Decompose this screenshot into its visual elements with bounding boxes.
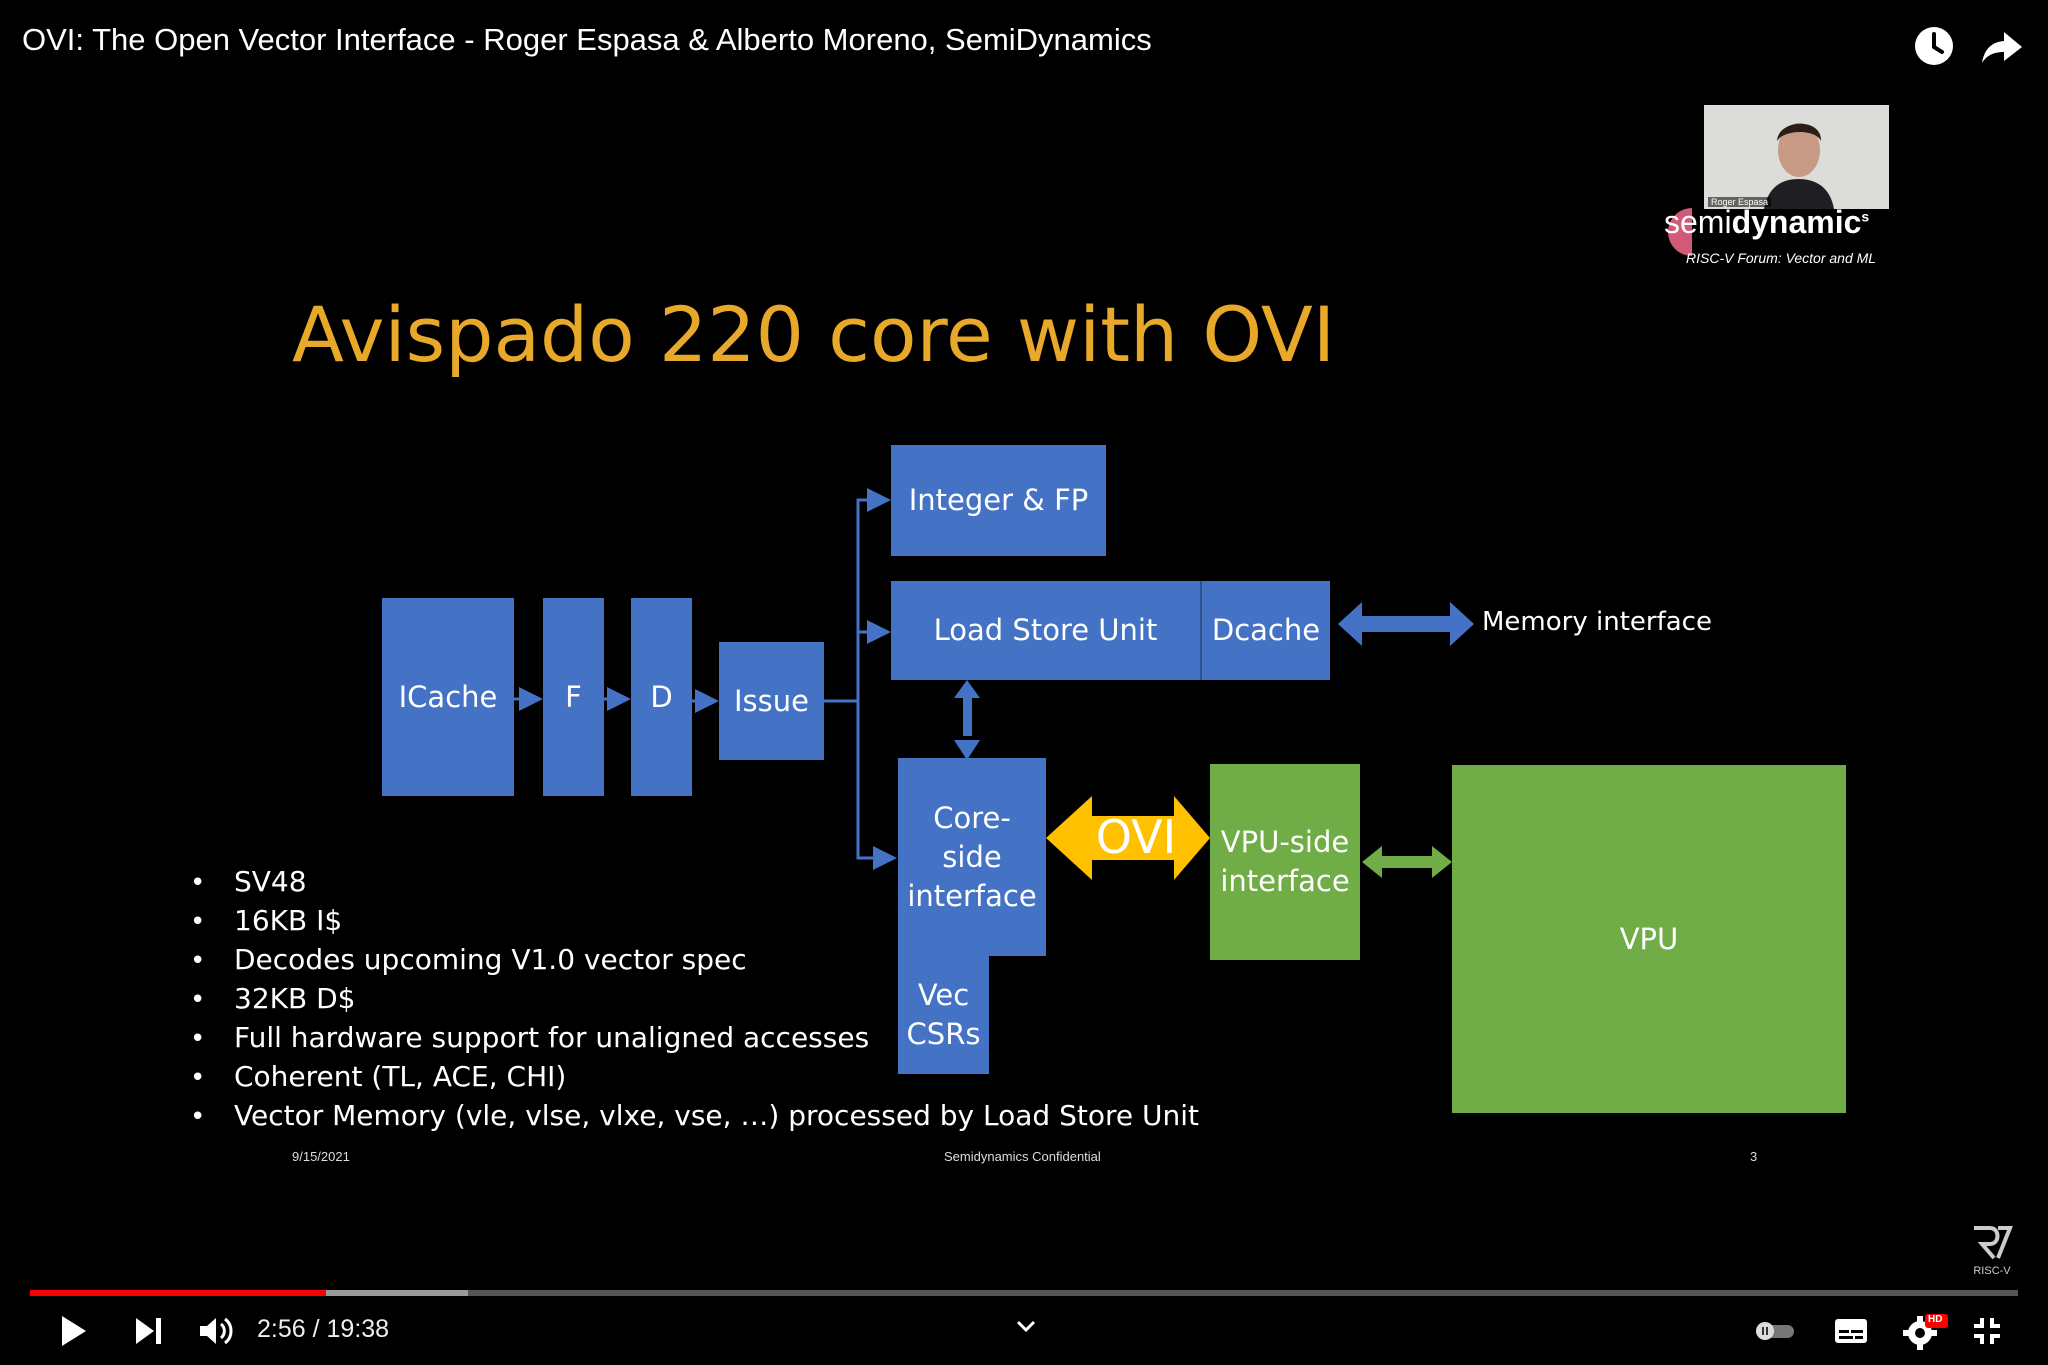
slide-confidential: Semidynamics Confidential — [944, 1149, 1101, 1164]
vpu-label: VPU — [1619, 921, 1679, 956]
chevron-down-icon[interactable] — [1012, 1314, 1040, 1338]
issue-block: Issue — [719, 642, 824, 760]
duration: 19:38 — [326, 1315, 390, 1343]
lsu-coreside-arrow — [954, 680, 980, 760]
fetch-block: F — [543, 598, 604, 796]
vpu-double-arrow — [1362, 846, 1452, 878]
progress-buffered — [326, 1290, 469, 1296]
slide-date: 9/15/2021 — [292, 1149, 350, 1164]
fetch-label: F — [565, 679, 582, 714]
speaker-video: Roger Espasa — [1704, 105, 1889, 209]
settings-icon[interactable]: HD — [1900, 1310, 1950, 1352]
riscv-logo-icon — [1974, 1226, 2013, 1260]
riscv-watermark-text: RISC-V — [1973, 1265, 2011, 1277]
dcache-label: Dcache — [1211, 613, 1321, 647]
subtitles-icon[interactable] — [1830, 1310, 1872, 1352]
dcache-block: Dcache — [1200, 581, 1330, 680]
volume-icon[interactable] — [194, 1310, 236, 1352]
speaker-name: Roger Espasa — [1708, 197, 1772, 207]
watch-later-icon[interactable] — [1908, 20, 1960, 72]
speaker-avatar — [1704, 105, 1889, 209]
progress-bar[interactable] — [30, 1290, 2018, 1296]
brand-logo-sup: s — [1861, 208, 1870, 225]
time-display: 2:56 / 19:38 — [257, 1315, 389, 1344]
vpu-side-label-2: interface — [1220, 864, 1350, 898]
vpu-side-interface-block: VPU-side interface — [1210, 764, 1360, 960]
brand-logo-bold: dynamic — [1731, 204, 1862, 240]
ovi-label: OVI — [1095, 810, 1177, 864]
riscv-watermark: RISC-V — [1970, 1226, 2014, 1277]
bullet-item: SV48 — [190, 862, 1199, 901]
load-store-unit-block: Load Store Unit — [891, 581, 1200, 680]
hd-badge: HD — [1928, 1314, 1943, 1325]
brand-subtitle: RISC-V Forum: Vector and ML — [1686, 250, 1877, 266]
memory-double-arrow — [1338, 602, 1474, 646]
slide-page-number: 3 — [1750, 1149, 1758, 1164]
integer-fp-label: Integer & FP — [908, 483, 1089, 517]
bullet-item: Decodes upcoming V1.0 vector spec — [190, 940, 1199, 979]
ovi-arrow-shape — [1046, 796, 1210, 880]
bullet-item: 16KB I$ — [190, 901, 1199, 940]
share-icon[interactable] — [1976, 20, 2028, 72]
bullet-item: Vector Memory (vle, vlse, vlxe, vse, …) … — [190, 1096, 1199, 1135]
brand-logo-mark — [1668, 208, 1692, 256]
time-separator: / — [305, 1315, 327, 1343]
feature-bullets: SV48 16KB I$ Decodes upcoming V1.0 vecto… — [190, 862, 1199, 1135]
load-store-unit-label: Load Store Unit — [933, 613, 1158, 647]
integer-fp-block: Integer & FP — [891, 445, 1106, 556]
decode-label: D — [650, 679, 673, 714]
play-icon[interactable] — [52, 1310, 94, 1352]
exit-fullscreen-icon[interactable] — [1966, 1310, 2008, 1352]
issue-label: Issue — [734, 683, 809, 718]
progress-played — [30, 1290, 327, 1296]
issue-coreside-arrow — [856, 701, 897, 870]
vpu-block: VPU — [1452, 765, 1846, 1113]
bullet-item: Coherent (TL, ACE, CHI) — [190, 1057, 1199, 1096]
brand-logo: semidynamics — [1664, 204, 1869, 241]
bullet-item: 32KB D$ — [190, 979, 1199, 1018]
video-title[interactable]: OVI: The Open Vector Interface - Roger E… — [22, 22, 1152, 57]
current-time: 2:56 — [257, 1315, 306, 1343]
vpu-side-label-1: VPU-side — [1220, 825, 1350, 859]
next-icon[interactable] — [128, 1310, 170, 1352]
bullet-item: Full hardware support for unaligned acce… — [190, 1018, 1199, 1057]
icache-label: ICache — [398, 679, 498, 714]
icache-block: ICache — [382, 598, 514, 796]
issue-intfp-arrow — [856, 488, 891, 701]
memory-interface-label: Memory interface — [1482, 607, 1712, 637]
core-side-label-1: Core- — [933, 800, 1011, 835]
autoplay-toggle-icon[interactable] — [1752, 1310, 1798, 1352]
brand-logo-light: semi — [1664, 204, 1732, 240]
slide-title: Avispado 220 core with OVI — [292, 290, 1336, 379]
decode-block: D — [631, 598, 692, 796]
